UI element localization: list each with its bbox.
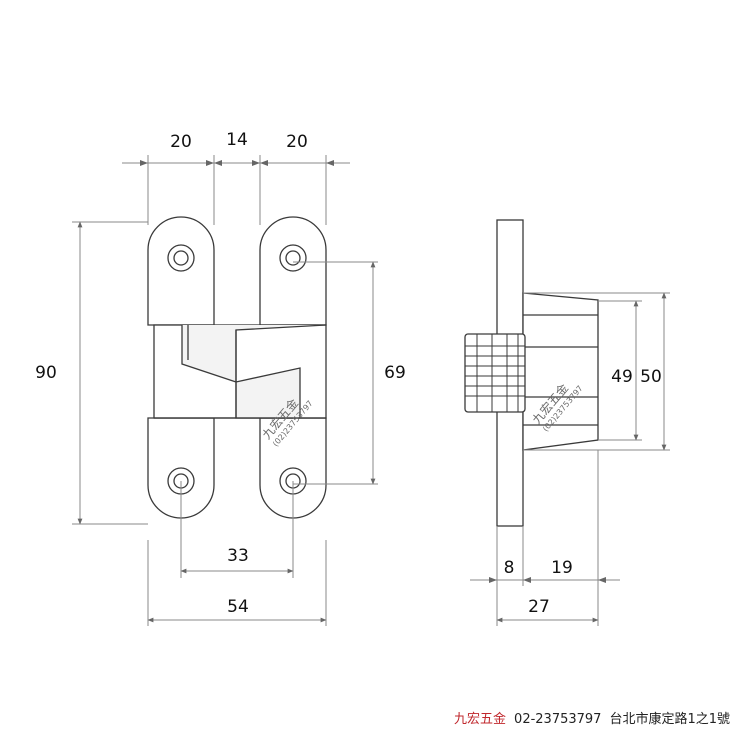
dim-body-height-inner: 49 (611, 367, 633, 387)
dim-body-height-outer: 50 (640, 367, 662, 387)
side-arrowheads (489, 577, 606, 583)
dim-top-right-width: 20 (286, 132, 308, 152)
footer-address: 台北市康定路1之1號 (609, 712, 730, 727)
side-view (464, 219, 599, 527)
dim-total-depth: 27 (528, 597, 550, 617)
footer-contact: 九宏五金 02-23753797 台北市康定路1之1號 (454, 708, 730, 727)
dim-total-height: 90 (35, 363, 57, 383)
knuckle-stack (464, 333, 526, 413)
dim-plate-thickness: 8 (504, 558, 515, 578)
dim-top-left-width: 20 (170, 132, 192, 152)
dim-total-width: 54 (227, 597, 249, 617)
cup-body (522, 292, 599, 451)
footer-phone: 02-23753797 (514, 712, 602, 727)
dim-top-gap: 14 (226, 130, 248, 150)
footer-brand: 九宏五金 (454, 712, 507, 727)
dim-hole-spacing-vertical: 69 (384, 363, 406, 383)
dim-hole-spacing-horizontal: 33 (227, 546, 249, 566)
front-arrowheads (140, 160, 334, 166)
screw-hole (167, 244, 195, 272)
screw-hole (279, 244, 307, 272)
knuckle-ribs (465, 334, 525, 412)
dim-body-depth: 19 (551, 558, 573, 578)
front-dimension-lines (72, 155, 378, 626)
